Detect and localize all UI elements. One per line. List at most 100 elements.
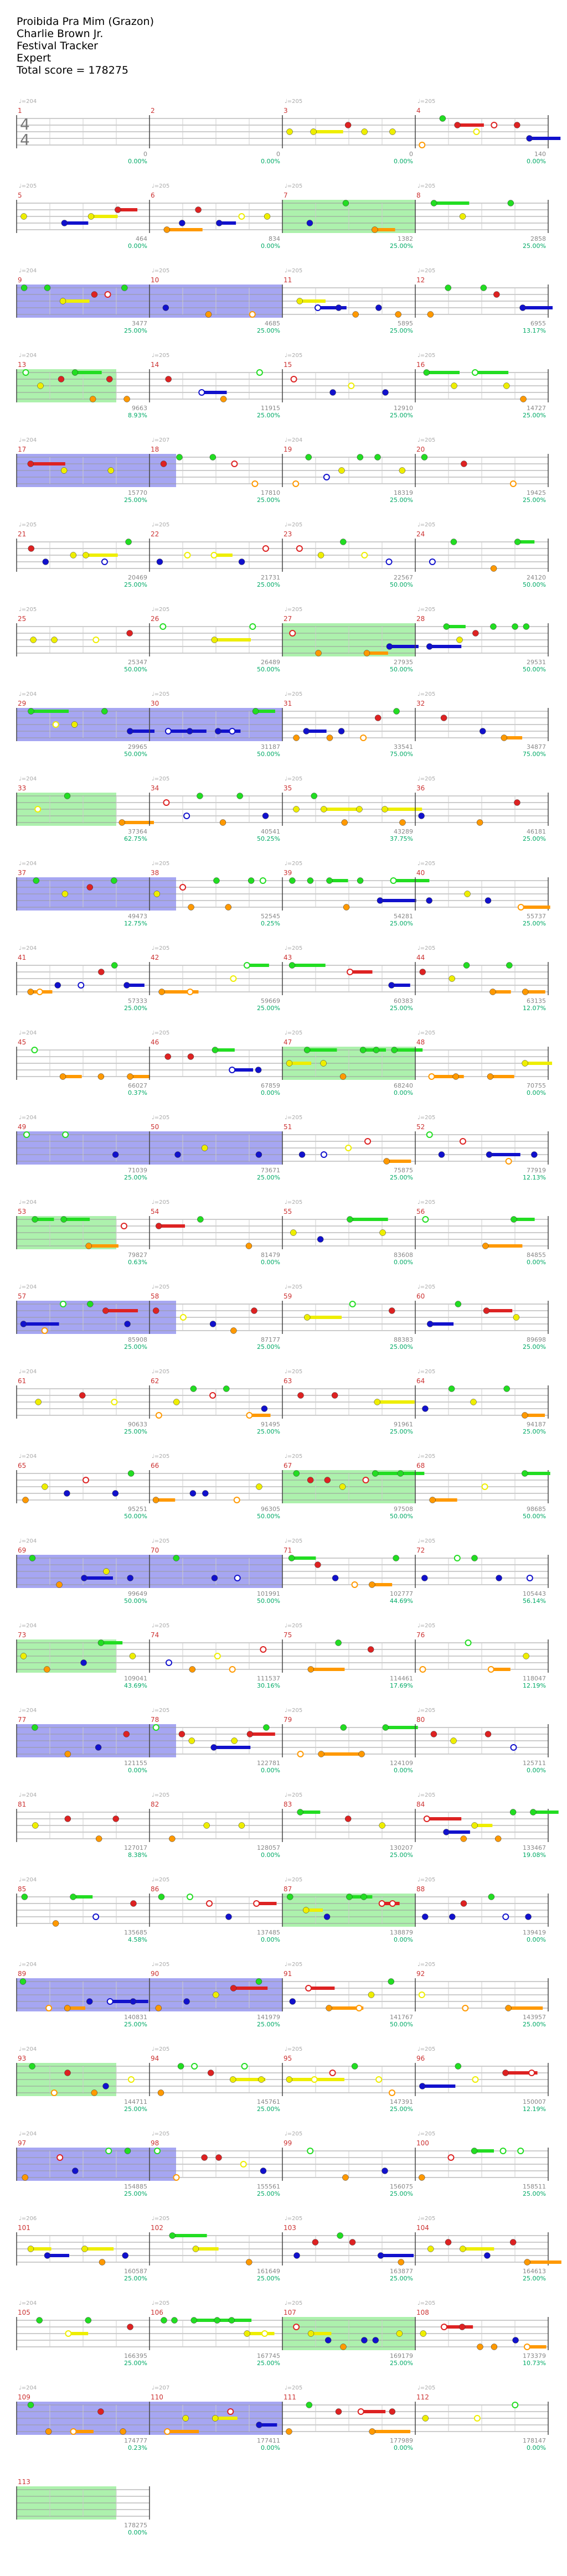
gem-note [343,904,350,911]
hopo-note [345,1145,352,1151]
measure-percent: 25.00% [390,2106,413,2113]
sustain-tail [523,306,553,309]
measure-percent: 0.00% [261,1259,280,1266]
sustain-tail [391,984,410,987]
measure-percent: 0.00% [261,1936,280,1943]
gem-note [64,793,71,799]
gem-note [152,1497,159,1503]
gem-note [388,982,395,989]
tempo-marking: ♩=204 [19,691,37,697]
sustain-tail [323,808,361,811]
hopo-note [320,1151,327,1158]
measure-number: 99 [284,2139,292,2147]
gem-note [393,708,400,715]
measure-percent: 75.00% [523,751,546,758]
tempo-marking: ♩=205 [417,183,435,189]
gem-note [61,891,69,897]
measure-number: 111 [284,2393,296,2401]
measure-percent: 25.00% [390,2360,413,2367]
gem-note [450,539,457,545]
measure-number: 9 [18,276,22,284]
gem-note [220,396,227,402]
gem-note [79,1392,86,1399]
measure-score: 71039 [128,1167,147,1174]
tempo-marking: ♩=205 [152,1284,169,1290]
measure-number: 113 [18,2478,30,2486]
measure-number: 80 [416,1716,425,1724]
sustain-tail [429,645,462,648]
hopo-note [210,552,218,558]
measure-number: 25 [18,615,26,623]
gem-note [331,1392,338,1399]
gem-note [461,461,467,467]
hopo-note [305,1985,312,1992]
gem-note [255,1978,262,1985]
measure-score: 11915 [261,405,280,412]
tempo-marking: ♩=205 [152,607,169,613]
sustain-tail [533,1811,559,1814]
sustain-tail [475,371,509,374]
measure-number: 75 [284,1631,292,1639]
tempo-marking: ♩=205 [417,2385,435,2391]
hopo-note [509,480,517,487]
gem-note [379,1229,386,1236]
measure-score: 52545 [261,913,280,920]
sustain-tail [444,2325,473,2329]
sustain-tail [214,638,251,642]
gem-note [471,2148,478,2154]
measure-percent: 25.00% [390,1174,413,1181]
gem-note [123,396,130,402]
measure-number: 88 [416,1885,425,1893]
measure-number: 47 [284,1038,292,1046]
tempo-marking: ♩=205 [19,607,37,613]
gem-note [315,650,322,656]
tempo-marking: ♩=205 [417,2046,435,2052]
tempo-marking: ♩=204 [19,1708,37,1714]
gem-note [324,1477,331,1483]
measure-percent: 25.00% [124,1428,147,1435]
measure-percent: 50.00% [257,1513,280,1520]
measure-score: 54281 [394,913,413,920]
gem-note [363,650,370,656]
measure-percent: 17.69% [390,1682,413,1689]
gem-note [359,1047,367,1053]
sustain-tail [250,1732,275,1736]
gem-note [129,1653,136,1659]
sustain-tail [232,1068,254,1072]
gem-note [463,962,470,969]
measure-percent: 8.38% [128,1851,147,1859]
gem-note [202,1490,209,1497]
tempo-marking: ♩=205 [285,776,302,782]
gem-note [487,1073,494,1080]
sustain-tail [73,1895,93,1899]
tempo-marking: ♩=205 [417,1623,435,1629]
gem-note [19,1978,27,1985]
tempo-marking: ♩=204 [19,268,37,274]
measure-number: 38 [151,869,159,877]
sustain-tail [380,2254,414,2257]
hopo-note [473,2415,481,2422]
gem-note [101,708,108,715]
measure-score: 0 [409,151,413,158]
sustain-tail [122,821,154,824]
tempo-marking: ♩=204 [19,1453,37,1460]
gem-note [486,1151,493,1158]
gem-note [368,1992,375,1998]
tempo-marking: ♩=204 [19,1369,37,1375]
gem-note [289,1998,296,2005]
gem-note [531,1151,538,1158]
sustain-tail [47,2254,69,2257]
tempo-marking: ♩=205 [417,2216,435,2222]
sustain-tail [431,1075,464,1078]
tempo-marking: ♩=207 [152,437,169,443]
measure-percent: 0.00% [128,158,147,165]
gem-note [421,454,428,461]
gem-note [52,1920,59,1927]
gem-note [511,1216,517,1223]
gem-note [182,2415,189,2422]
measure-percent: 62.75% [124,835,147,842]
sustain-tail [84,1576,113,1580]
measure-percent: 25.00% [257,327,280,334]
measure-score: 125711 [523,1760,546,1767]
gem-note [20,285,28,291]
